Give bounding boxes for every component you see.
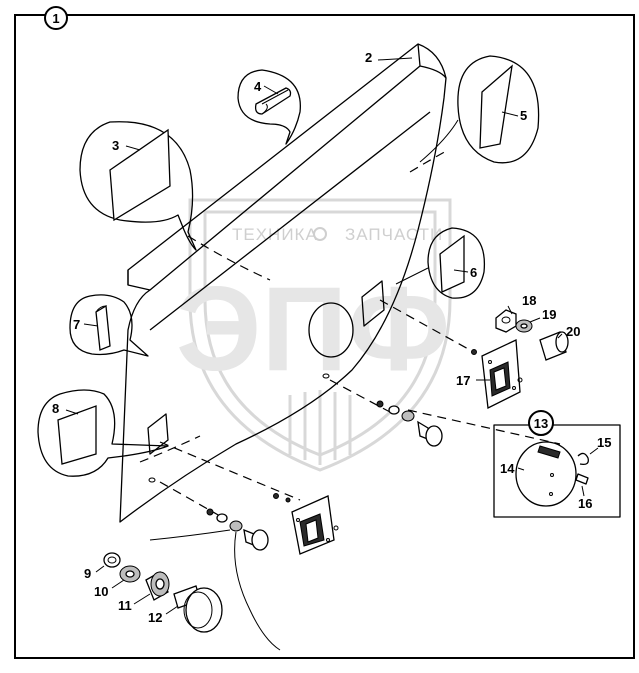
callout-part-4 bbox=[237, 69, 301, 145]
explosion-lines bbox=[139, 149, 561, 517]
part-label-18: 18 bbox=[522, 293, 536, 308]
panel-round-opening bbox=[308, 302, 354, 358]
door-panel bbox=[119, 43, 447, 523]
part-label-19: 19 bbox=[542, 307, 556, 322]
group-marker-1: 1 bbox=[44, 6, 68, 30]
gear-icon bbox=[313, 227, 327, 241]
part-label-6: 6 bbox=[470, 265, 477, 280]
hardware-lower bbox=[103, 493, 339, 651]
watermark: ТЕХНИКА ЗАПЧАСТИ ЭПФ bbox=[176, 198, 452, 472]
part-label-15: 15 bbox=[597, 435, 611, 450]
part-label-10: 10 bbox=[94, 584, 108, 599]
part-label-4: 4 bbox=[254, 79, 262, 94]
diagram-frame bbox=[14, 14, 635, 659]
watermark-logo-letters: ЭПФ bbox=[176, 262, 450, 396]
part-label-3: 3 bbox=[112, 138, 119, 153]
callout-part-7 bbox=[69, 294, 149, 357]
watermark-text-left: ТЕХНИКА bbox=[232, 225, 318, 244]
part-label-11: 11 bbox=[118, 598, 132, 613]
watermark-text-right: ЗАПЧАСТИ bbox=[345, 225, 443, 244]
part-label-16: 16 bbox=[578, 496, 592, 511]
callout-part-3 bbox=[79, 121, 197, 251]
callout-part-8 bbox=[37, 389, 169, 477]
part-label-12: 12 bbox=[148, 610, 162, 625]
part-label-20: 20 bbox=[566, 324, 580, 339]
group-marker-13: 13 bbox=[528, 410, 554, 436]
callout-part-5 bbox=[419, 55, 540, 164]
callout-part-6 bbox=[395, 227, 486, 299]
subassembly-13-box bbox=[493, 424, 621, 518]
part-label-17: 17 bbox=[456, 373, 470, 388]
part-label-5: 5 bbox=[520, 108, 527, 123]
group-label-13: 13 bbox=[534, 416, 548, 431]
part-label-9: 9 bbox=[84, 566, 91, 581]
group-label-1: 1 bbox=[52, 11, 59, 26]
part-label-2: 2 bbox=[365, 50, 372, 65]
hardware-right bbox=[376, 309, 569, 447]
part-label-8: 8 bbox=[52, 401, 59, 416]
leader-lines bbox=[65, 57, 599, 615]
part-label-14: 14 bbox=[500, 461, 515, 476]
part-labels: 2 3 4 5 6 7 8 9 10 11 12 14 15 16 17 18 … bbox=[52, 50, 611, 625]
part-label-7: 7 bbox=[73, 317, 80, 332]
